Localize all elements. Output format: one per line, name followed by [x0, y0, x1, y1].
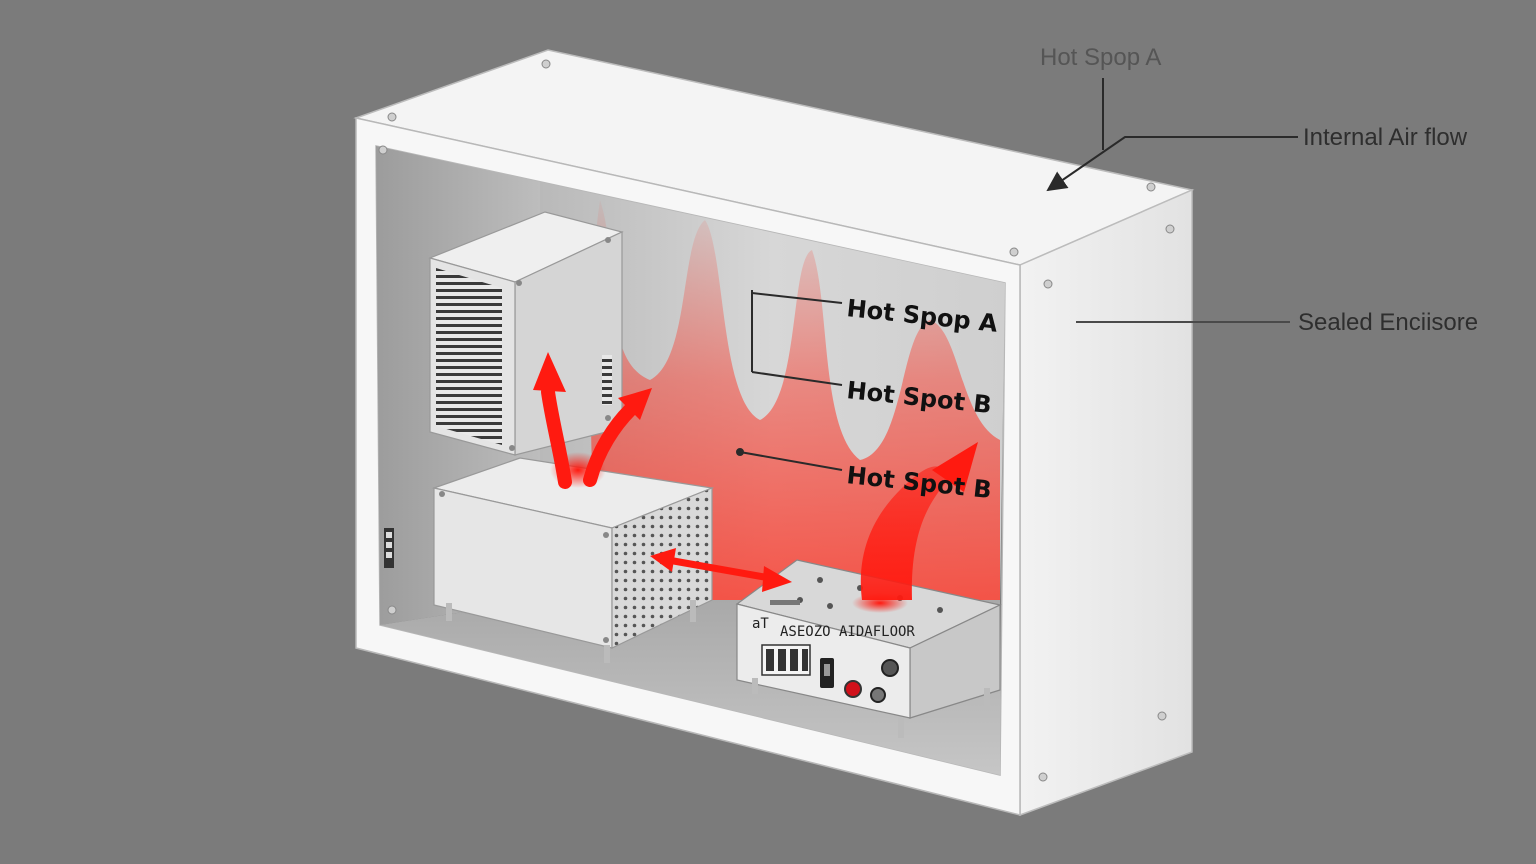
- connector-pin: [386, 542, 392, 548]
- panel-label-left: aT: [752, 616, 769, 632]
- leader-hot-spot-a: [751, 292, 843, 304]
- red-arrow-icon: [650, 548, 676, 572]
- screw-icon: [1043, 279, 1053, 289]
- screw-icon: [1146, 182, 1156, 192]
- upper-unit-side-vent: [602, 355, 612, 405]
- rising-heat-plume: [860, 466, 950, 600]
- screw-icon: [817, 577, 823, 583]
- leader-internal-air-flow: [1046, 136, 1298, 192]
- screw-icon: [387, 605, 397, 615]
- unit-foot: [604, 645, 610, 663]
- red-arrow-icon: [762, 566, 792, 592]
- unit-foot: [752, 678, 758, 694]
- label-sealed-enclosure: Sealed Enciisore: [1298, 309, 1478, 336]
- switch[interactable]: [766, 649, 774, 671]
- red-push-button-icon[interactable]: [844, 680, 862, 698]
- leader-dot: [736, 448, 744, 456]
- panel-top-slot: [770, 600, 800, 605]
- screw-icon: [937, 607, 943, 613]
- red-arrow-icon: [533, 352, 566, 392]
- leader-hot-spot-b-lower: [739, 451, 843, 471]
- toggle-lever: [824, 664, 830, 676]
- screw-icon: [516, 280, 522, 286]
- screw-icon: [387, 112, 397, 122]
- knob-icon[interactable]: [870, 687, 886, 703]
- airflow-arrows: [533, 352, 978, 613]
- unit-foot: [984, 688, 990, 706]
- knob-icon[interactable]: [881, 659, 899, 677]
- screw-icon: [1038, 772, 1048, 782]
- screw-icon: [827, 603, 833, 609]
- red-arrow-icon: [932, 442, 978, 492]
- red-arrow-icon: [618, 388, 652, 420]
- screw-icon: [378, 145, 388, 155]
- label-internal-air-flow: Internal Air flow: [1303, 124, 1468, 151]
- screw-icon: [603, 532, 609, 538]
- upper-unit-grille: [436, 268, 502, 445]
- switch[interactable]: [802, 649, 808, 671]
- screw-icon: [1165, 224, 1175, 234]
- upper-vented-unit: [428, 211, 624, 456]
- connector-pin: [386, 532, 392, 538]
- screw-icon: [603, 637, 609, 643]
- unit-foot: [898, 718, 904, 738]
- label-top-hot-spot: Hot Spop A: [1040, 44, 1161, 71]
- plume-arrow-right: [583, 403, 637, 487]
- screw-icon: [605, 415, 611, 421]
- switch[interactable]: [778, 649, 786, 671]
- leader-hot-spot-b: [751, 371, 843, 386]
- screw-icon: [1157, 711, 1167, 721]
- unit-foot: [446, 603, 452, 621]
- middle-perforated-unit: [431, 457, 715, 663]
- screw-icon: [1009, 247, 1019, 257]
- switch[interactable]: [790, 649, 798, 671]
- horizontal-airflow-arrow: [667, 556, 771, 582]
- enclosure-screws: [378, 59, 1175, 782]
- connector-pin: [386, 552, 392, 558]
- screw-icon: [541, 59, 551, 69]
- plume-arrow-left: [541, 385, 572, 489]
- panel-label-right: ASEOZO AIDAFLOOR: [780, 624, 915, 640]
- screw-icon: [509, 445, 515, 451]
- screw-icon: [605, 237, 611, 243]
- screw-icon: [439, 491, 445, 497]
- middle-unit-perforated-side: [611, 487, 713, 649]
- unit-foot: [690, 600, 696, 622]
- leader-lines: [736, 78, 1298, 471]
